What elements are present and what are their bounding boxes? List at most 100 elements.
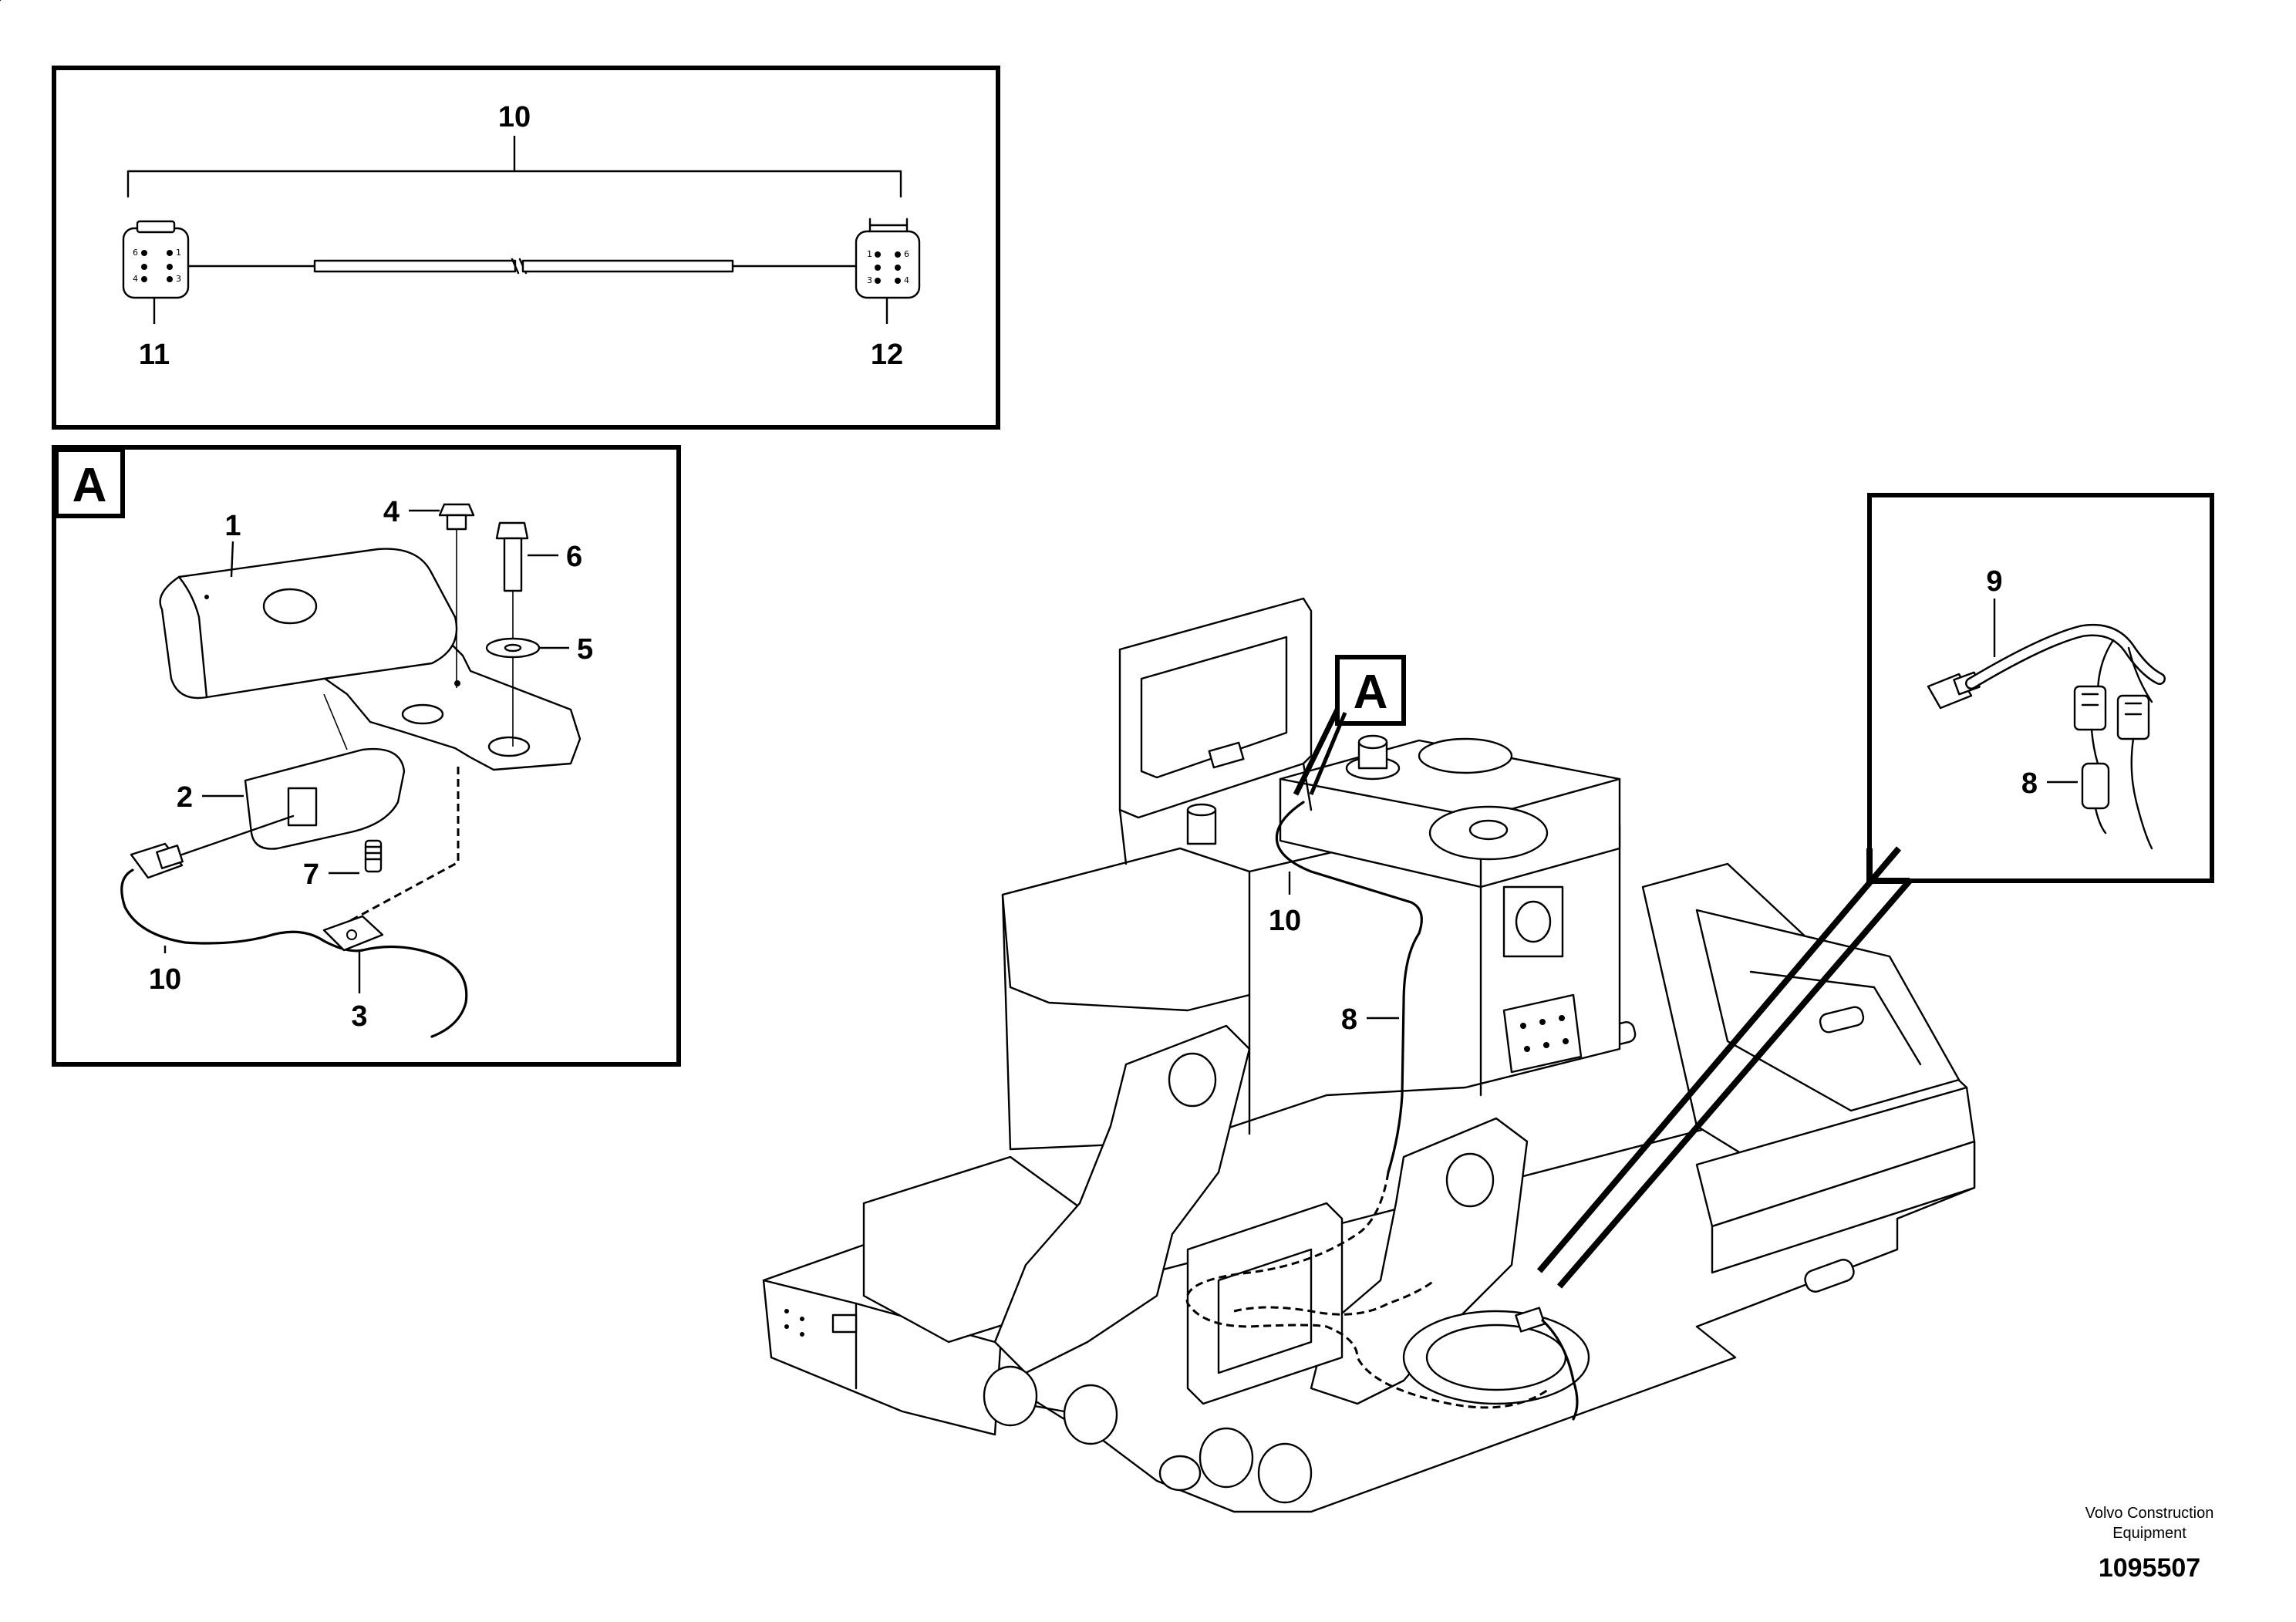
alignment-dashed-line [346,767,460,924]
bolt-dot [1543,1042,1549,1048]
boom-mount-web [1186,1202,1344,1405]
detail-pointer-right [1536,846,1902,1273]
pin-label: 3 [867,275,872,285]
bolt-4-icon [438,503,475,531]
callout-10-top: 10 [498,101,531,133]
harness-panel-frame [52,66,1000,430]
washer-hole [504,643,522,653]
cable-10-detail-tail [361,945,468,1038]
bolt-dot [1524,1046,1530,1052]
callout-9: 9 [1986,565,2002,598]
bolt-dot [800,1332,804,1337]
lower-pin-hole [1257,1442,1313,1504]
harness-panel: 10 6 1 4 3 [52,66,1000,430]
callout-10-main: 10 [1269,905,1301,937]
drawing-number: 1095507 [2099,1553,2200,1583]
swing-ring [1402,1310,1590,1405]
lead-to-8 [2090,728,2099,765]
footer: Volvo Construction Equipment 1095507 [2085,1505,2214,1583]
callout-1: 1 [224,510,241,542]
bracket-hole [487,736,531,757]
callout-7: 7 [303,858,319,891]
boom-pin-hole [1168,1052,1217,1108]
harness-sleeve-right [521,259,734,273]
bolt-dot [1559,1015,1565,1021]
bolt-6-icon [495,521,529,592]
valve-top [1186,803,1217,817]
callout-5: 5 [577,633,593,666]
lamp-lens [262,588,318,625]
main-a-letter: A [1354,666,1388,719]
cable-dashed-branch [1233,1279,1435,1316]
side-beam-face [1711,1140,1976,1274]
lamp-housing [159,548,458,700]
pin-label: 4 [133,274,138,284]
main-assembly: A 10 8 [762,597,1976,1513]
callout-3: 3 [351,1000,367,1033]
deck-frame [1695,909,1961,1112]
clip-hole [346,929,357,940]
pin-label: 1 [867,249,872,259]
cable-sensor-tail [1541,1319,1579,1421]
cable-10-main [1275,801,1423,935]
harness-9-sleeve-inner [1967,626,2164,688]
main-a-pointer-b [1309,712,1347,795]
lamp-body [244,747,406,850]
item-8-tails [2094,737,2153,850]
callout-6: 6 [566,541,582,573]
bolt-dot [1539,1019,1546,1025]
detail-pointer-join [1866,848,1910,884]
detail-sensor-panel: 8 9 [1536,493,2214,1289]
detail-pointer-left [1556,878,1913,1289]
lamp-connector-icon [130,842,184,879]
tank-cap-large [1418,737,1513,774]
connector-right-icon: 1 6 3 4 [855,218,921,299]
tank-edges [1248,885,1482,1135]
plate-hole [1158,1455,1202,1492]
boom-pin-hole [1445,1152,1495,1208]
detail-a-panel: A 1 2 4 6 [0,0,681,1067]
connector-ribs [2081,693,2143,716]
slot-hole [1819,1006,1865,1034]
leader-1 [230,541,234,578]
harness-span-bracket [126,170,902,198]
item-8-sleeve [2081,762,2110,810]
pin-label: 6 [904,249,909,259]
lamp-face-edge [177,575,208,699]
detail-a-frame [52,445,681,1067]
boom-mount-window [1217,1248,1313,1374]
tank-cap-center [1468,819,1509,841]
brand-line-1: Volvo Construction [2085,1505,2214,1522]
detail-sensor-frame [1867,493,2214,883]
lower-pin-hole [1199,1427,1254,1489]
bolt-dot [800,1317,804,1321]
pin-label: 3 [176,274,181,284]
detail-a-letter: A [72,459,107,512]
main-a-pointer [1293,708,1340,796]
main-a-letter-box [1335,655,1406,726]
lamp-socket [287,787,318,827]
filler-cap [1357,734,1388,750]
tank-flange [1502,885,1564,958]
callout-11: 11 [139,339,170,371]
cable-dashed-route [1185,1172,1551,1409]
callout-12: 12 [871,339,903,371]
boom-mount-left [993,1024,1251,1374]
tank-top-left [1001,847,1251,1012]
connector-left-icon: 6 1 4 3 [122,220,190,299]
screw-7-icon [364,839,383,873]
callout-8-main: 8 [1341,1003,1357,1036]
lower-pin-hole [1063,1384,1118,1445]
front-box-port [831,1313,858,1334]
bolt-dot [784,1324,789,1329]
handrail-latch [1208,741,1245,769]
callout-4: 4 [383,496,400,528]
cable-8-main [1387,932,1421,1174]
pin-label: 4 [904,275,909,285]
tank-flange-port [1515,900,1552,943]
bracket-hole [401,703,444,725]
lower-pin-hole [983,1365,1038,1427]
center-line [323,693,348,750]
pin-label: 1 [176,248,181,258]
